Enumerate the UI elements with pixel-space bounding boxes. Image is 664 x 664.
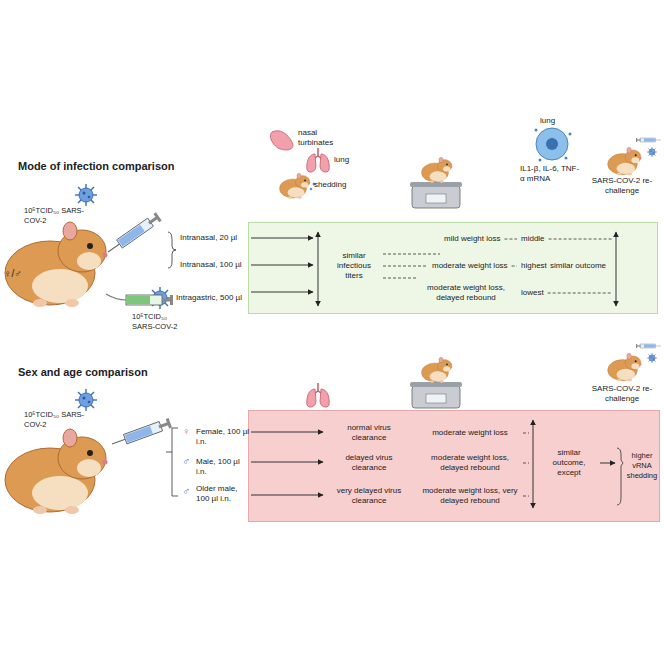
section-heading: Sex and age comparison xyxy=(18,366,148,379)
dash-line xyxy=(523,496,529,497)
result-text: delayed virus clearance xyxy=(329,453,409,473)
dash-line xyxy=(512,266,517,267)
annotation-label: 10⁵TCID₅₀ SARS-COV-2 xyxy=(132,312,192,331)
arrow xyxy=(251,432,323,433)
annotation-label: ♂ xyxy=(182,485,190,498)
dash-line xyxy=(383,266,428,267)
result-text: moderate weight loss xyxy=(421,428,519,438)
annotation-label: Older male, 100 µl i.n. xyxy=(196,484,248,504)
dash-line xyxy=(548,293,612,294)
arrow xyxy=(251,495,323,496)
result-text: moderate weight loss xyxy=(432,261,508,271)
arrow xyxy=(600,463,615,464)
result-text: normal virus clearance xyxy=(329,423,409,443)
dash-line xyxy=(504,239,517,240)
annotation-label: 10⁵TCID₅₀ SARS-COV-2 xyxy=(24,206,86,225)
result-text: very delayed virus clearance xyxy=(329,486,409,506)
annotation-label: Male, 100 µl i.n. xyxy=(196,457,252,477)
annotation-label: Intranasal, 20 µl xyxy=(180,233,237,243)
dash-line xyxy=(523,433,529,434)
arrow xyxy=(251,292,313,293)
result-text: lowest xyxy=(521,288,544,298)
result-text: moderate weight loss, very delayed rebou… xyxy=(421,486,519,506)
arrow xyxy=(251,238,313,239)
annotation-label: IL1-β, IL-6, TNF-α mRNA xyxy=(520,164,582,184)
annotation-label: lung xyxy=(540,116,555,126)
arrow xyxy=(251,462,323,463)
result-text: similar infectious titers xyxy=(329,251,379,281)
result-panel: normal virus clearance delayed virus clea… xyxy=(248,410,660,522)
annotation-label: ♂ xyxy=(182,455,190,468)
result-text: moderate weight loss, delayed rebound xyxy=(421,283,511,303)
bracket xyxy=(617,448,623,505)
result-text: moderate weight loss, delayed rebound xyxy=(421,453,519,473)
annotation-label: nasal turbinates xyxy=(298,128,350,148)
annotation-label: SARS-COV-2 re-challenge xyxy=(588,384,656,404)
arrow xyxy=(318,232,319,306)
arrow xyxy=(251,265,313,266)
result-text: similar outcome xyxy=(549,261,607,271)
section-heading: Mode of infection comparison xyxy=(18,160,174,173)
dash-line xyxy=(549,239,612,240)
annotation-label: Intragastric, 500 µl xyxy=(176,293,242,303)
arrow xyxy=(533,420,534,508)
annotation-label: Intranasal, 100 µl xyxy=(180,260,242,270)
annotation-label: ♀ xyxy=(182,425,190,438)
annotation-label: shedding xyxy=(314,180,346,190)
result-text: higher vRNA shedding xyxy=(625,451,659,481)
annotation-label: lung xyxy=(334,155,349,165)
result-text: middle xyxy=(521,234,545,244)
dash-line xyxy=(523,463,529,464)
result-text: mild weight loss xyxy=(444,234,500,244)
annotation-label: Female, 100 µl i.n. xyxy=(196,427,252,447)
result-text: highest xyxy=(521,261,547,271)
dash-line xyxy=(383,254,440,255)
dash-line xyxy=(383,278,417,279)
arrow xyxy=(616,232,617,306)
annotation-label: ♀/♂ xyxy=(4,268,22,280)
result-text: similar outcome, except xyxy=(541,448,597,478)
result-panel: similar infectious titers mild weight los… xyxy=(248,222,658,314)
annotation-label: SARS-COV-2 re-challenge xyxy=(588,176,656,196)
annotation-label: 10⁵TCID₅₀ SARS-COV-2 xyxy=(24,410,86,429)
